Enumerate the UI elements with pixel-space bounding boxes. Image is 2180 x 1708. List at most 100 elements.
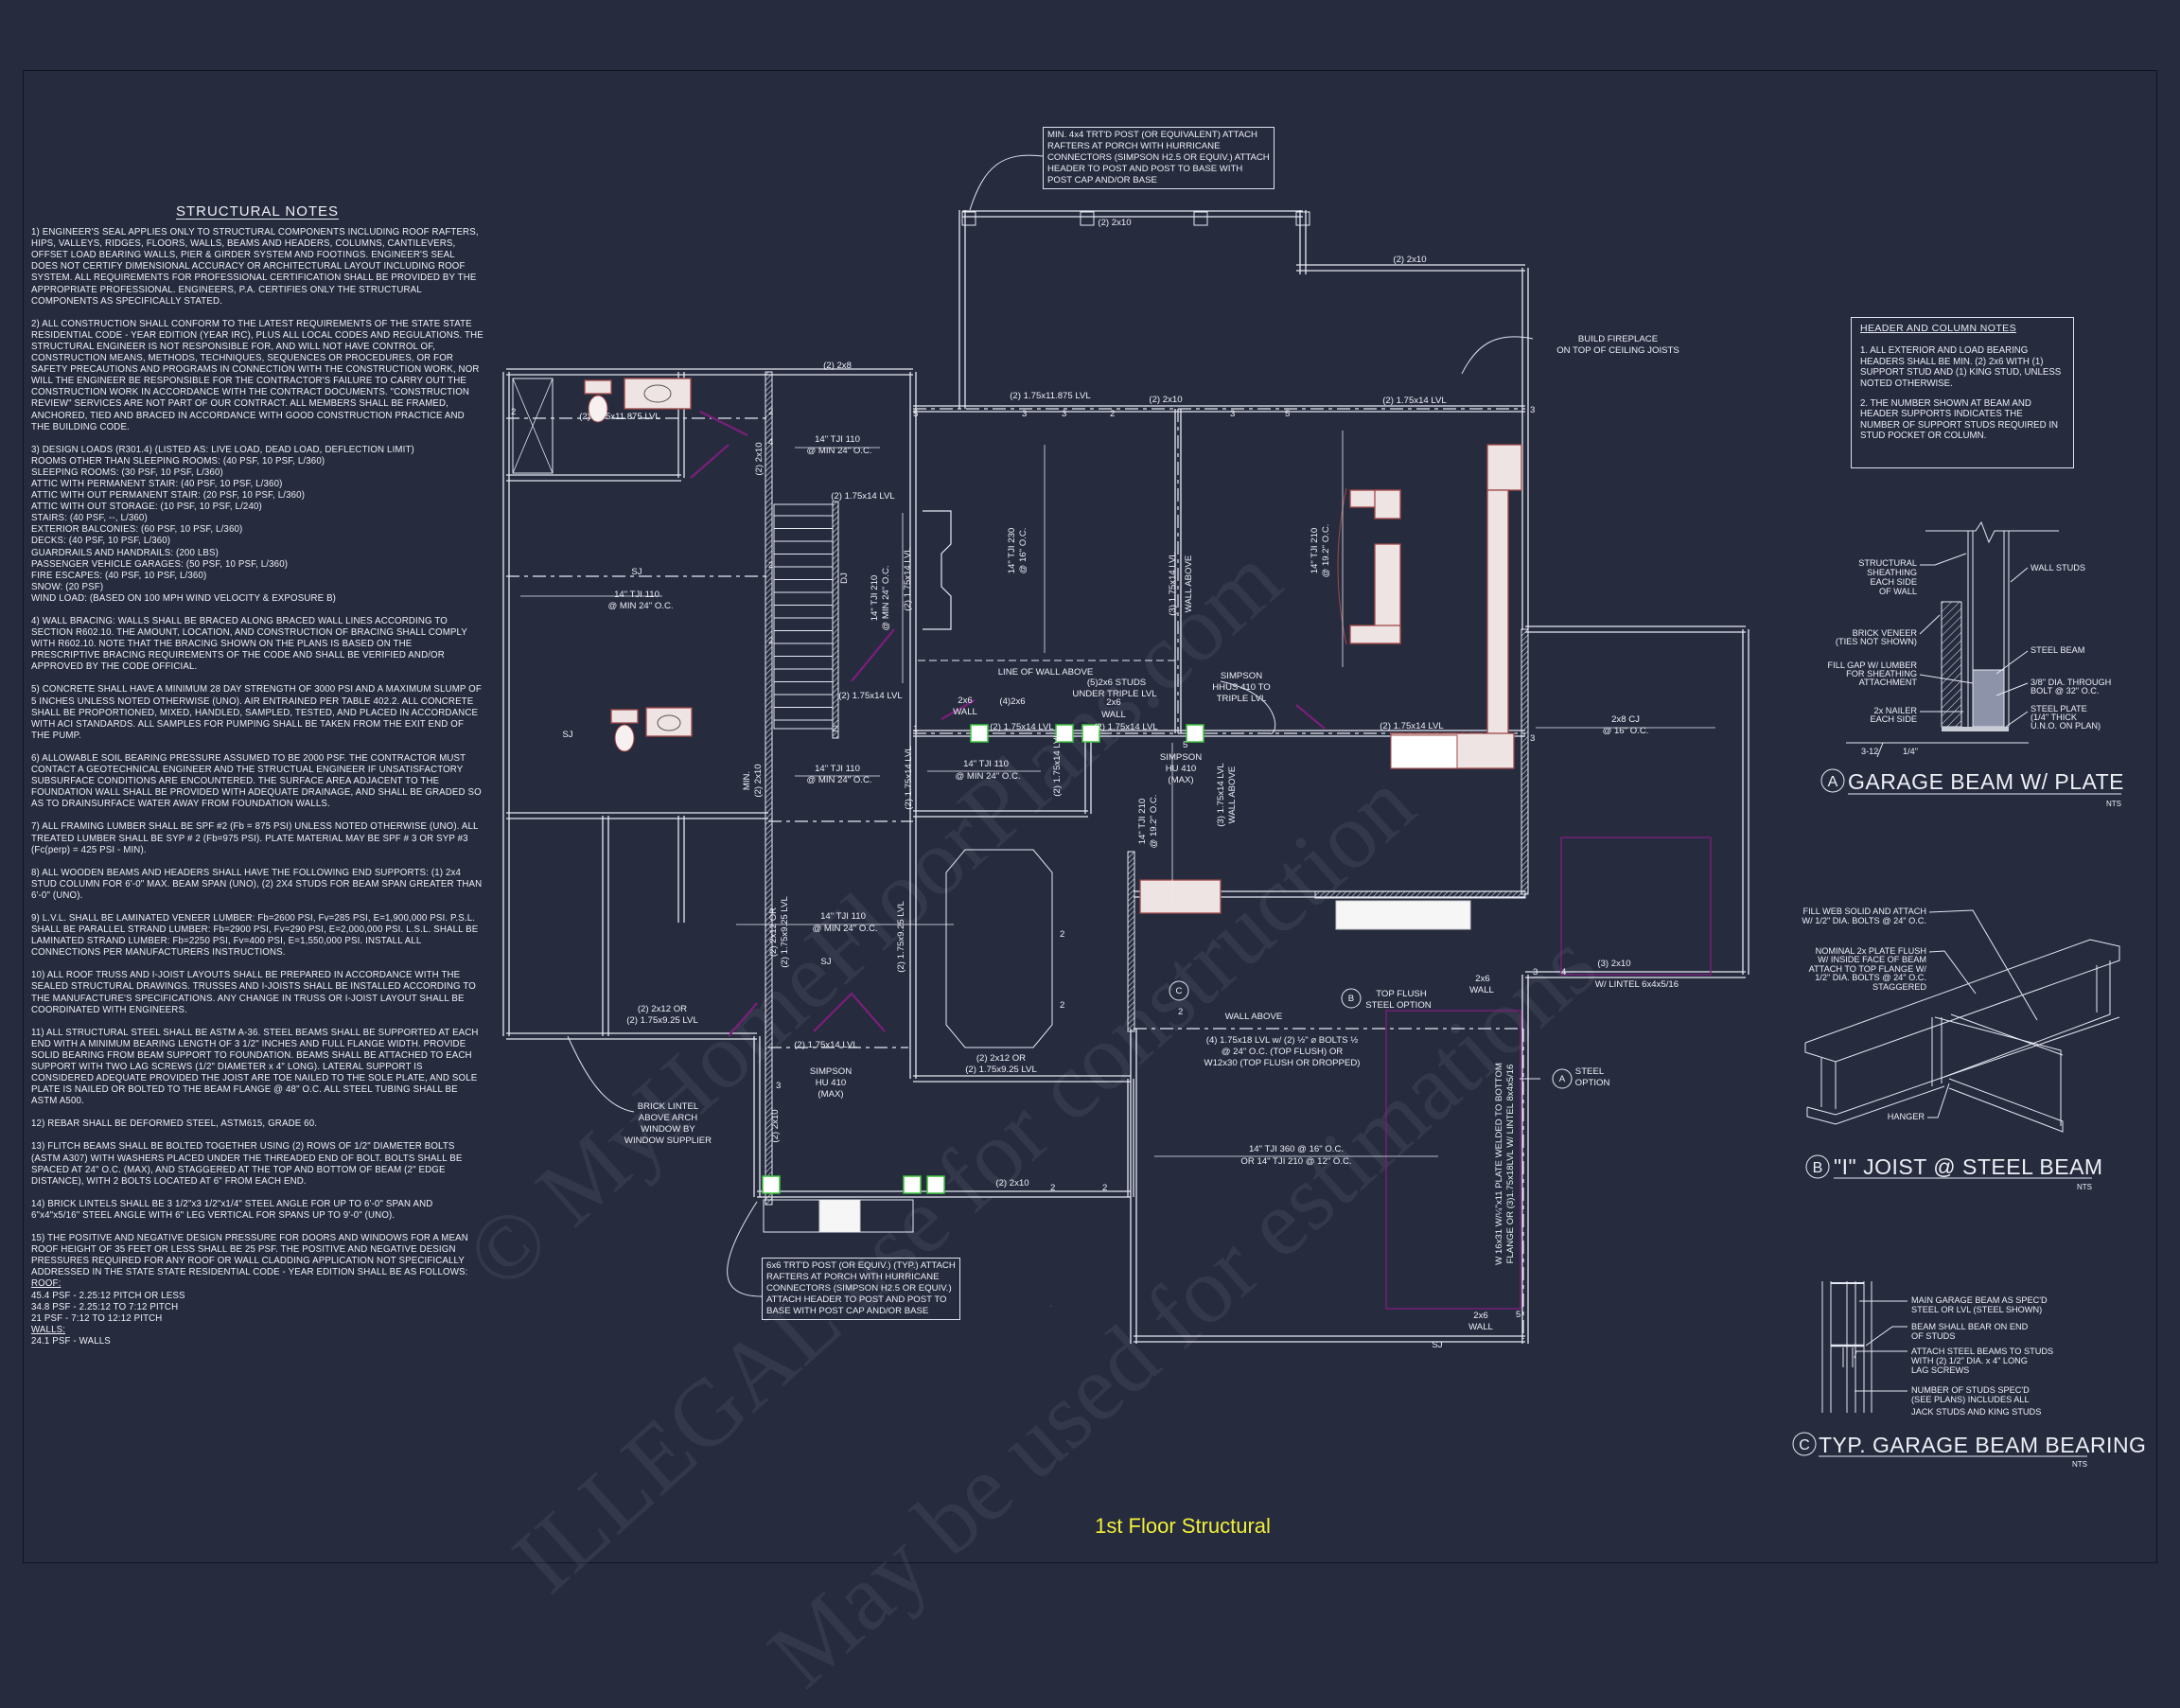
support-stud-count: 1 <box>913 724 918 734</box>
detail-scale: NTS <box>2077 1183 2092 1191</box>
support-stud-count: 3 <box>1533 967 1538 977</box>
detail-line <box>2010 567 2029 583</box>
plan-label: SIMPSON <box>1160 752 1202 763</box>
callout-line: HEADER TO POST AND POST TO BASE WITH <box>1047 164 1243 174</box>
structural-note: 2) ALL CONSTRUCTION SHALL CONFORM TO THE… <box>31 319 483 433</box>
detail-line <box>1919 614 1941 635</box>
detail-label: 1/4" <box>1903 747 1918 756</box>
detail-label: 3-12 <box>1861 747 1878 756</box>
detail-label: STEEL OR LVL (STEEL SHOWN) <box>1911 1305 2042 1314</box>
sink-basin <box>657 714 681 731</box>
plan-label: (5)2x6 STUDS <box>1087 678 1146 688</box>
plan-label: @ MIN 24" O.C. <box>812 924 877 934</box>
plan-label: HU 410 <box>816 1078 847 1088</box>
plan-label: 2x6 <box>1475 974 1489 984</box>
callout-line: POST CAP AND/OR BASE <box>1047 175 1157 185</box>
detail-marker-circle <box>1805 1154 1830 1179</box>
detail-label: BRICK VENEER <box>1853 628 1918 638</box>
stair <box>773 503 834 730</box>
plan-label: @ MIN 24" O.C. <box>607 601 673 611</box>
detail-reference-marker <box>1169 980 1189 1001</box>
plan-label: (2) 1.75x14 LVL <box>838 691 903 701</box>
column-post <box>762 1175 781 1194</box>
detail-label: STRUCTURAL <box>1858 558 1917 568</box>
plan-label: MIN. <box>742 771 752 790</box>
note-item: 45.4 PSF - 2.25:12 PITCH OR LESS <box>31 1290 185 1301</box>
detail-label: MAIN GARAGE BEAM AS SPEC'D <box>1911 1295 2048 1305</box>
plan-label: @ MIN 24" O.C. <box>955 771 1020 782</box>
bearing-wall <box>765 371 773 1206</box>
plan-label: SIMPSON <box>810 1066 852 1077</box>
detail-line <box>2005 711 2029 728</box>
porch-step-outline <box>763 1199 914 1233</box>
toilet-bowl <box>614 724 635 752</box>
steps <box>1335 900 1471 930</box>
plan-label: @ MIN 24" O.C. <box>806 775 871 785</box>
toilet-tank <box>584 379 612 395</box>
support-stud-count: 2 <box>1102 1183 1107 1193</box>
detail-line <box>1995 650 2029 675</box>
plan-label: (3) 2x10 <box>1597 959 1630 969</box>
leader-lines <box>567 154 1540 1297</box>
plan-label: (2) 1.75x9.25 LVL <box>626 1015 698 1026</box>
plan-label: 14" TJI 230 <box>1007 528 1017 574</box>
detail-label: LAG SCREWS <box>1911 1365 1969 1375</box>
support-stud-count: 2 <box>1178 1007 1183 1017</box>
plan-label: BRICK LINTEL <box>638 1101 699 1112</box>
detail-label: 2x NAILER <box>1874 706 1918 715</box>
plan-label: ON TOP OF CEILING JOISTS <box>1556 345 1679 356</box>
plan-label: (2) 1.75x14 LVL <box>903 547 913 611</box>
plan-label: (2) 2x10 <box>753 764 764 797</box>
plan-label: SJ <box>820 957 831 967</box>
plan-label: (2) 2x12 OR <box>638 1004 687 1014</box>
note-text: 7) ALL FRAMING LUMBER SHALL BE SPF #2 (F… <box>31 821 479 855</box>
plan-label: WALL ABOVE <box>1227 766 1238 824</box>
structural-note: 8) ALL WOODEN BEAMS AND HEADERS SHALL HA… <box>31 868 483 902</box>
plan-label: 14" TJI 110 <box>963 759 1009 769</box>
plan-label: 2x8 CJ <box>1611 714 1640 725</box>
plan-label: SJ <box>562 730 572 740</box>
plan-label: (3) 1.75x14 LVL <box>1216 763 1226 827</box>
note-text: 11) ALL STRUCTURAL STEEL SHALL BE ASTM A… <box>31 1027 479 1107</box>
note-item: ATTIC WITH OUT PERMANENT STAIR: (20 PSF,… <box>31 490 306 502</box>
plan-label: FLANGE OR (3)1.75x18LVL W/ LINTEL 8x4x5/… <box>1505 1065 1516 1264</box>
note-text: 12) REBAR SHALL BE DEFORMED STEEL, ASTM6… <box>31 1118 318 1130</box>
plan-label: 14" TJI 210 <box>870 575 880 622</box>
plan-label: @ 24" O.C. (TOP FLUSH) OR <box>1222 1047 1344 1057</box>
plan-label: WALL ABOVE <box>1184 555 1194 613</box>
detail-line <box>1876 742 1884 758</box>
note-item: GUARDRAILS AND HANDRAILS: (200 LBS) <box>31 547 219 558</box>
plan-label: @ MIN 24" O.C. <box>881 565 891 630</box>
plan-label: 2x6 <box>1106 697 1120 708</box>
callout-line: RAFTERS AT PORCH WITH HURRICANE <box>1047 141 1221 151</box>
bearing-wall <box>1314 890 1526 899</box>
note-text: 1) ENGINEER'S SEAL APPLIES ONLY TO STRUC… <box>31 227 479 307</box>
plan-label: (2) 1.75x9.25 LVL <box>896 901 906 973</box>
structural-note: 6) ALLOWABLE SOIL BEARING PRESSURE ASSUM… <box>31 753 483 810</box>
plan-label: W/ LINTEL 6x4x5/16 <box>1595 979 1679 990</box>
kitchen-sink-cabinet <box>1390 734 1458 769</box>
plan-label: 2x6 <box>958 696 972 706</box>
note-text: 13) FLITCH BEAMS SHALL BE BOLTED TOGETHE… <box>31 1141 463 1187</box>
door-swing <box>941 699 976 720</box>
note-item: EXTERIOR BALCONIES: (60 PSF, 10 PSF, L/3… <box>31 524 243 536</box>
detail-line <box>1928 909 2038 1021</box>
plan-label: (2) 2x12 OR <box>976 1053 1026 1064</box>
column-post <box>970 724 989 743</box>
plan-label: A <box>1559 1074 1566 1084</box>
note-item: SLEEPING ROOMS: (30 PSF, 10 PSF, L/360) <box>31 467 223 478</box>
support-stud-count: 5 <box>1285 409 1290 419</box>
plan-label: STEEL OPTION <box>1365 1000 1432 1011</box>
plan-label: W12x30 (TOP FLUSH OR DROPPED) <box>1204 1058 1361 1068</box>
door-swing <box>813 992 886 1032</box>
plan-label: STEEL <box>1575 1066 1605 1077</box>
note-text: 14) BRICK LINTELS SHALL BE 3 1/2"x3 1/2"… <box>31 1198 433 1221</box>
plan-label: WALL <box>953 707 977 717</box>
plan-label: (4) 1.75x18 LVL w/ (2) ½" ⌀ BOLTS ½ <box>1206 1035 1358 1046</box>
plan-label: UNDER TRIPLE LVL <box>1072 689 1157 699</box>
bearing-wall <box>1521 628 1529 895</box>
plan-label: (2) 2x8 <box>823 361 852 371</box>
plan-label: OR 14" TJI 210 @ 12" O.C. <box>1240 1156 1351 1167</box>
structural-note: 3) DESIGN LOADS (R301.4) (LISTED AS: LIV… <box>31 445 483 605</box>
